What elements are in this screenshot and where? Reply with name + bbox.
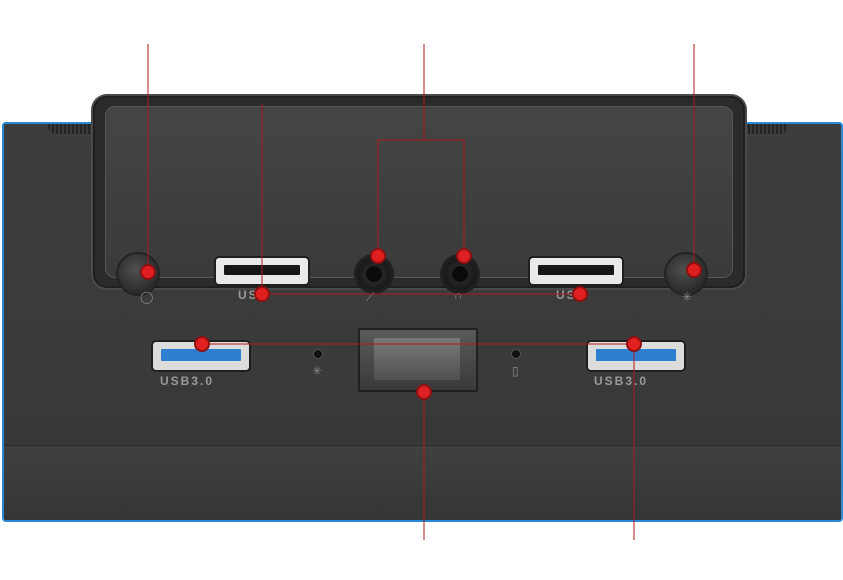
led-light-icon: ✳ [682,290,693,304]
marker-usb3-left [196,338,208,350]
case-bottom-band [4,445,841,520]
lock-icon: ▯ [512,364,519,378]
power-icon: ◯ [140,290,154,304]
marker-center-switch [418,386,430,398]
usb-port-right[interactable] [530,258,622,284]
led-control-button[interactable] [666,254,706,294]
usb3-label-left: USB3.0 [160,374,215,388]
callout-bracket-audio [377,139,465,256]
io-panel [105,106,733,278]
marker-usb-left [256,288,268,300]
headphone-jack[interactable] [442,256,478,292]
usb3-label-right: USB3.0 [594,374,649,388]
marker-led-button [688,264,700,276]
microphone-icon: ⟋ [366,290,375,304]
indicator-led-right [512,350,520,358]
marker-usb-right [574,288,586,300]
marker-usb3-right [628,338,640,350]
led-indicator-icon: ✳ [312,364,323,378]
marker-headphone [458,250,470,262]
headphone-icon: ∩ [454,288,463,302]
microphone-jack[interactable] [356,256,392,292]
indicator-led-left [314,350,322,358]
marker-mic [372,250,384,262]
marker-power [142,266,154,278]
usb3-port-right[interactable] [588,342,684,370]
